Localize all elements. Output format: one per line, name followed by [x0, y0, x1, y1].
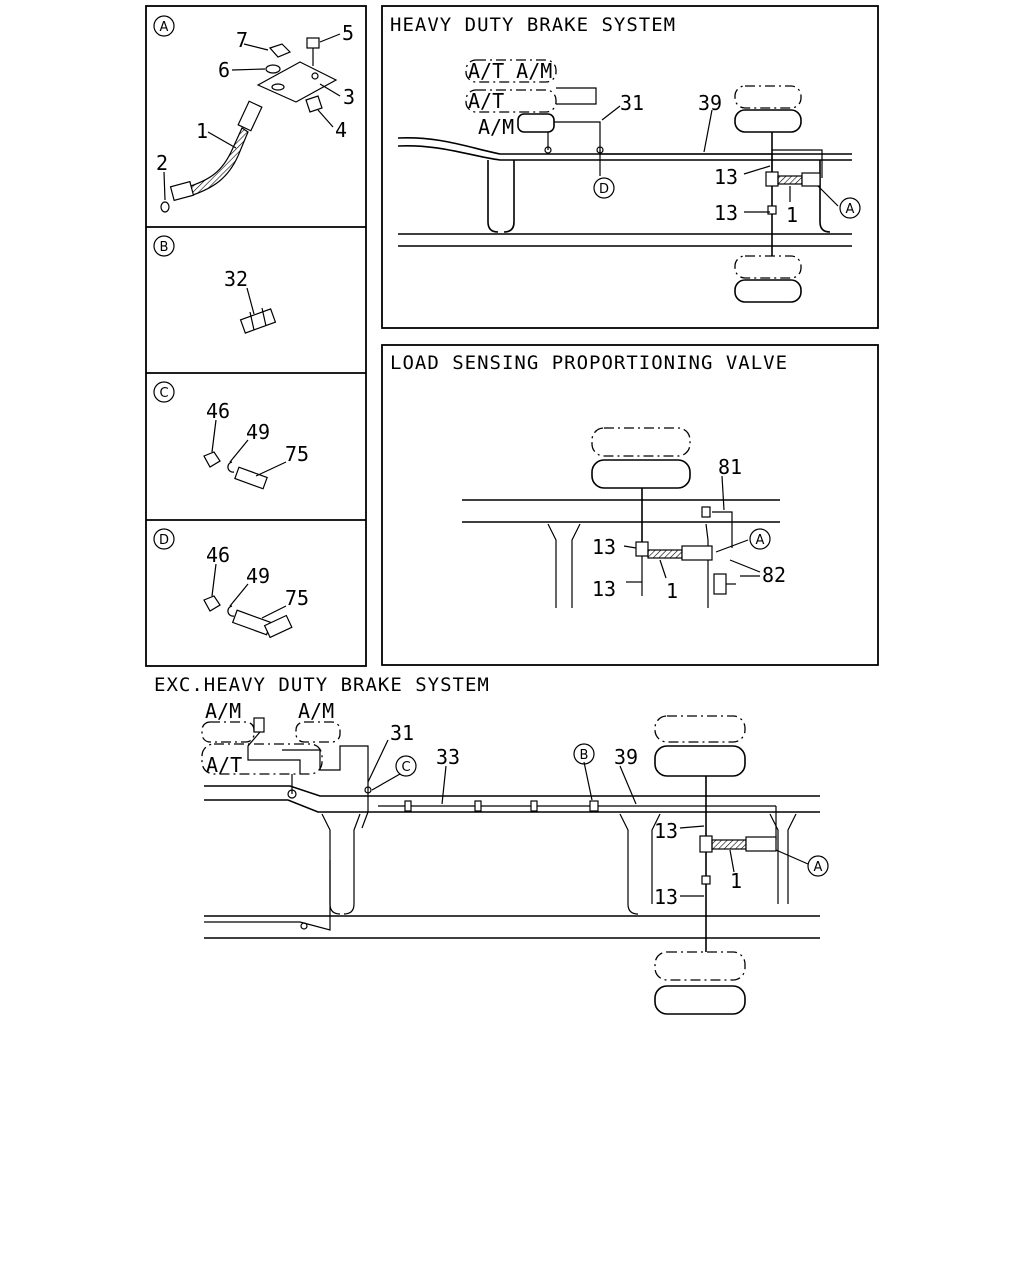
- detail-c-part-46: 46: [206, 399, 230, 423]
- exc-part-13-upper: 13: [654, 819, 678, 843]
- exc-label-am-1: A/M: [205, 699, 241, 723]
- detail-a-part-5: 5: [342, 21, 354, 45]
- heavy-duty-title: HEAVY DUTY BRAKE SYSTEM: [390, 14, 676, 36]
- detail-panels: [145, 5, 367, 667]
- detail-b: B 32: [153, 235, 277, 334]
- exc-part-13-lower: 13: [654, 885, 678, 909]
- hd-label-at-am: A/T A/M: [468, 59, 552, 83]
- exc-label-at: A/T: [206, 753, 242, 777]
- detail-c: C 46 49 75: [153, 381, 309, 490]
- detail-b-part-32: 32: [224, 267, 248, 291]
- detail-b-key: B: [160, 240, 169, 255]
- lspv-part-1: 1: [666, 579, 678, 603]
- detail-a-part-6: 6: [218, 58, 230, 82]
- lspv-part-13-upper: 13: [592, 535, 616, 559]
- exc-ref-a: A: [814, 860, 823, 875]
- hd-part-1: 1: [786, 203, 798, 227]
- hd-label-at: A/T: [468, 89, 504, 113]
- detail-c-part-75: 75: [285, 442, 309, 466]
- lspv-part-81: 81: [718, 455, 742, 479]
- hd-part-13-upper: 13: [714, 165, 738, 189]
- exc-ref-b: B: [580, 748, 589, 763]
- exc-part-31: 31: [390, 721, 414, 745]
- exc-part-39: 39: [614, 745, 638, 769]
- exc-title: EXC.HEAVY DUTY BRAKE SYSTEM: [154, 674, 490, 696]
- lspv-panel: LOAD SENSING PROPORTIONING VALVE 81 13 1…: [381, 344, 879, 666]
- detail-d-key: D: [159, 533, 169, 548]
- detail-a-key: A: [160, 20, 169, 35]
- exc-heavy-duty-section: EXC.HEAVY DUTY BRAKE SYSTEM: [154, 674, 829, 1015]
- exc-ref-c: C: [401, 760, 410, 775]
- detail-d-part-75: 75: [285, 586, 309, 610]
- exc-part-1: 1: [730, 869, 742, 893]
- hd-ref-d: D: [599, 182, 609, 197]
- detail-a-part-7: 7: [236, 28, 248, 52]
- hd-label-am: A/M: [478, 115, 514, 139]
- hd-ref-a: A: [846, 202, 855, 217]
- exc-part-33: 33: [436, 745, 460, 769]
- detail-a-part-2: 2: [156, 151, 168, 175]
- detail-c-key: C: [159, 386, 168, 401]
- hd-part-13-lower: 13: [714, 201, 738, 225]
- lspv-part-82: 82: [762, 563, 786, 587]
- detail-c-part-49: 49: [246, 420, 270, 444]
- detail-a: A 7 6 5 3 4 1 2: [153, 15, 355, 213]
- lspv-ref-a: A: [756, 533, 765, 548]
- lspv-part-13-lower: 13: [592, 577, 616, 601]
- hd-part-31: 31: [620, 91, 644, 115]
- hd-part-39: 39: [698, 91, 722, 115]
- detail-d: D 46 49 75: [153, 528, 309, 639]
- lspv-title: LOAD SENSING PROPORTIONING VALVE: [390, 352, 788, 374]
- detail-a-part-1: 1: [196, 119, 208, 143]
- detail-d-part-46: 46: [206, 543, 230, 567]
- detail-d-part-49: 49: [246, 564, 270, 588]
- detail-a-part-4: 4: [335, 118, 347, 142]
- exc-label-am-2: A/M: [298, 699, 334, 723]
- heavy-duty-panel: HEAVY DUTY BRAKE SYSTEM: [381, 5, 879, 329]
- detail-a-part-3: 3: [343, 85, 355, 109]
